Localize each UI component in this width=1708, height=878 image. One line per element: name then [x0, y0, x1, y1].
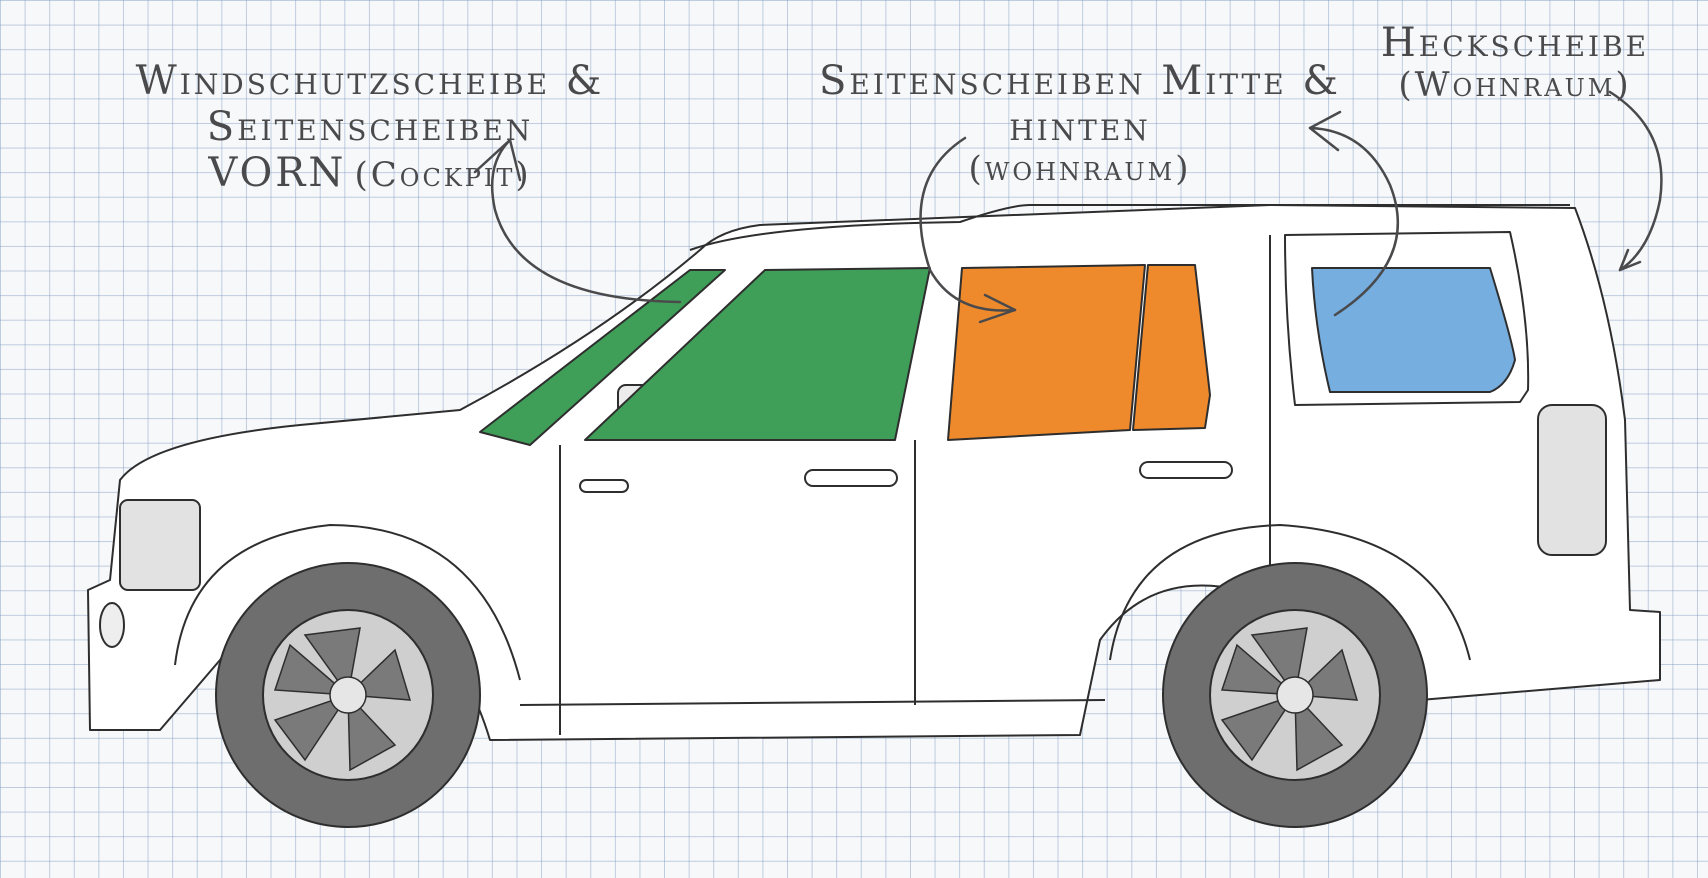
label-middle-line1: Seitenscheiben Mitte & hinten — [819, 58, 1341, 150]
label-front-line2-sub: (Cockpit) — [354, 155, 532, 195]
curved-arrow-icon — [473, 138, 682, 304]
label-rear-line1: Heckscheibe — [1380, 20, 1650, 66]
front-handle — [579, 479, 629, 493]
tail-light — [1537, 404, 1607, 556]
spoke-gap — [1220, 693, 1297, 762]
label-rear-window: Heckscheibe (Wohnraum) — [1380, 20, 1650, 105]
spoke-gap — [347, 693, 397, 772]
headlight — [119, 499, 201, 591]
wheel-front — [215, 562, 481, 828]
windshield — [479, 269, 726, 446]
side-sill — [519, 699, 1106, 706]
wheel-rear — [1162, 562, 1428, 828]
spoke-gap — [1294, 693, 1344, 772]
curved-arrow-icon — [1308, 110, 1399, 317]
roof-rails — [689, 204, 1570, 251]
hub-front — [329, 676, 367, 714]
label-rear-line2: (Wohnraum) — [1398, 65, 1632, 105]
label-middle-windows: Seitenscheiben Mitte & hinten (wohnraum) — [780, 58, 1380, 189]
door-handle-rear — [1139, 461, 1233, 479]
label-middle-line2: (wohnraum) — [968, 149, 1192, 189]
rear-window — [1311, 267, 1516, 393]
wheel-arch-rear — [1109, 524, 1471, 661]
rear-side-window — [1132, 264, 1211, 431]
rear-window-frame — [1284, 231, 1530, 406]
curved-arrow-icon — [1608, 90, 1663, 272]
label-front-windows: Windschutzscheibe & Seitenscheiben VORN … — [30, 58, 710, 196]
fog-light — [99, 602, 125, 648]
wheel-arch-front — [174, 524, 521, 681]
label-front-line2-main: VORN — [208, 150, 347, 196]
curved-arrow-icon — [919, 136, 1017, 324]
hub-rear — [1276, 676, 1314, 714]
spoke-gap — [1220, 643, 1298, 696]
door-handle-front — [804, 469, 898, 487]
spoke-gap — [273, 643, 351, 696]
label-front-line1: Windschutzscheibe & Seitenscheiben — [135, 58, 605, 150]
spoke-gap — [273, 693, 350, 762]
middle-side-window — [947, 264, 1146, 441]
